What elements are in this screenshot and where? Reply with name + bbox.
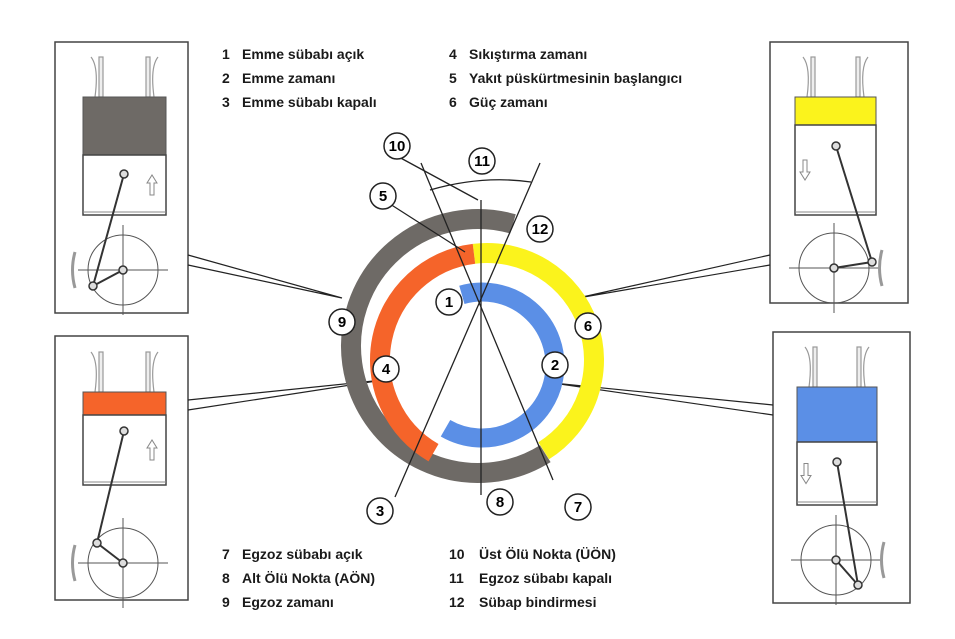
legend-num: 3 (222, 94, 230, 110)
combustion-chamber (794, 96, 877, 126)
rotation-arrow-icon (71, 544, 77, 582)
marker-number: 7 (574, 499, 582, 516)
marker-1: 1 (435, 288, 463, 316)
marker-number: 4 (382, 361, 391, 378)
marker-10: 10 (383, 132, 411, 160)
marker-number: 5 (379, 188, 387, 205)
marker-number: 12 (532, 221, 549, 238)
legend-num: 7 (222, 546, 230, 562)
power-stroke-panel (769, 41, 909, 313)
intake-arc (440, 282, 565, 448)
legend-bottom-right: 10 Üst Ölü Nokta (ÜÖN) 11 Egzoz sübabı kap… (449, 546, 616, 618)
connecting-rod (836, 461, 859, 586)
arrow-up-icon (146, 439, 158, 461)
arrow-up-icon (146, 174, 158, 196)
combustion-chamber (82, 391, 167, 416)
rotation-arrow-icon (71, 251, 77, 289)
legend-num: 2 (222, 70, 230, 86)
timing-lines (389, 155, 554, 498)
piston (794, 124, 877, 216)
marker-number: 1 (445, 294, 453, 311)
legend-text: Yakıt püskürtmesinin başlangıcı (469, 70, 683, 86)
connecting-rod (96, 430, 125, 544)
compression-stroke-panel (54, 335, 189, 608)
combustion-chamber (796, 386, 878, 443)
legend-num: 10 (449, 546, 465, 562)
marker-12: 12 (526, 215, 554, 243)
marker-5: 5 (369, 182, 397, 210)
rotation-arrow-icon (878, 249, 884, 287)
marker-number: 6 (584, 318, 592, 335)
arrow-down-icon (800, 463, 812, 485)
legend-num: 6 (449, 94, 457, 110)
legend-num: 11 (449, 570, 464, 586)
legend-text: Üst Ölü Nokta (ÜÖN) (479, 546, 616, 562)
legend-text: Egzoz zamanı (242, 594, 334, 610)
marker-3: 3 (366, 497, 394, 525)
legend-num: 12 (449, 594, 465, 610)
marker-number: 11 (474, 153, 490, 170)
marker-6: 6 (574, 312, 602, 340)
marker-number: 3 (376, 503, 384, 520)
marker-4: 4 (372, 355, 400, 383)
legend-text: Güç zamanı (469, 94, 548, 110)
legend-text: Emme sübabı açık (242, 46, 365, 62)
legend-text: Emme sübabı kapalı (242, 94, 377, 110)
connecting-rod (92, 173, 125, 287)
marker-number: 9 (338, 314, 346, 331)
marker-7: 7 (564, 493, 592, 521)
exhaust-stroke-panel (772, 331, 911, 605)
legend-text: Alt Ölü Nokta (AÖN) (242, 570, 375, 586)
combustion-chamber (82, 96, 167, 156)
legend-text: Sübap bindirmesi (479, 594, 597, 610)
marker-9: 9 (328, 308, 356, 336)
marker-8: 8 (486, 488, 514, 516)
arrow-down-icon (799, 159, 811, 181)
rotation-arrow-icon (880, 541, 886, 579)
compression-arc (370, 243, 476, 462)
legend-num: 1 (222, 46, 230, 62)
legend-num: 5 (449, 70, 457, 86)
marker-2: 2 (541, 351, 569, 379)
legend-num: 9 (222, 594, 230, 610)
piston (796, 441, 878, 506)
legend-text: Egzoz sübabı açık (242, 546, 363, 562)
legend-text: Sıkıştırma zamanı (469, 46, 588, 62)
legend-text: Egzoz sübabı kapalı (479, 570, 613, 586)
legend-text: Emme zamanı (242, 70, 336, 86)
marker-number: 8 (496, 494, 504, 511)
legend-top-left: 1 Emme sübabı açık 2 Emme zamanı 3 Emme süb… (222, 46, 377, 118)
marker-11: 11 (468, 147, 496, 175)
intake-stroke-panel (54, 41, 189, 315)
legend-num: 8 (222, 570, 230, 586)
legend-num: 4 (449, 46, 457, 62)
legend-top-right: 4 Sıkıştırma zamanı 5 Yakıt püskürtmesinin… (449, 46, 682, 118)
marker-number: 2 (551, 357, 559, 374)
marker-number: 10 (389, 138, 406, 155)
connecting-rod (835, 145, 873, 263)
exhaust-arc (341, 209, 551, 483)
